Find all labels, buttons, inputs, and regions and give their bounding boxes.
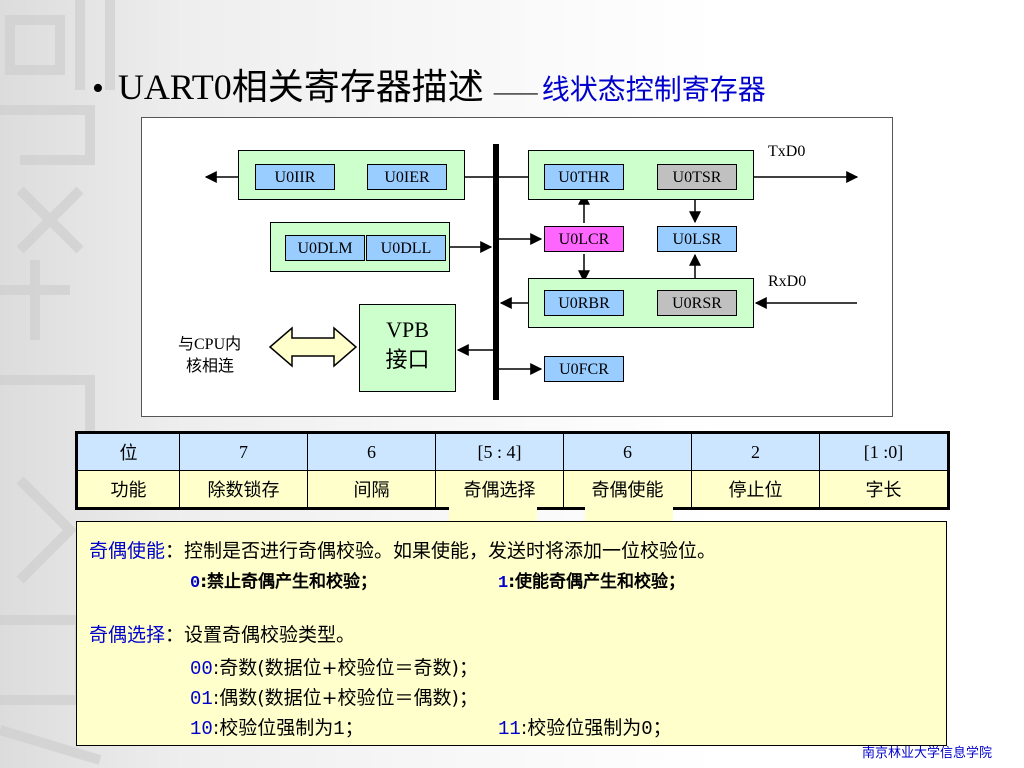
cpu-link-arrow bbox=[268, 326, 358, 368]
table-cell: 6 bbox=[563, 432, 692, 471]
vpb-interface: VPB 接口 bbox=[359, 304, 456, 392]
reg-u0rsr: U0RSR bbox=[657, 290, 737, 316]
table-cell: 位 bbox=[76, 432, 180, 471]
table-cell: 奇偶选择 bbox=[435, 470, 564, 509]
slide-title: • UART0相关寄存器描述 —— 线状态控制寄存器 bbox=[92, 58, 766, 107]
forced-value: 0 bbox=[641, 718, 653, 740]
reg-u0rbr: U0RBR bbox=[544, 290, 624, 316]
table-cell: 字长 bbox=[819, 470, 949, 509]
table-cell: [5 : 4] bbox=[435, 432, 564, 471]
parity-select-line: 奇偶选择：设置奇偶校验类型。 bbox=[89, 620, 355, 647]
option-text: :校验位强制为 bbox=[212, 717, 334, 739]
table-cell: 6 bbox=[307, 432, 436, 471]
parity-select-desc: ：设置奇偶校验类型。 bbox=[165, 624, 356, 646]
callout-tab-parity-enable bbox=[585, 505, 673, 523]
forced-value: 1 bbox=[333, 718, 345, 740]
table-cell: 功能 bbox=[76, 470, 180, 509]
parity-select-00-line: 00:奇数(数据位+校验位＝奇数)； bbox=[190, 653, 478, 680]
table-cell: 7 bbox=[179, 432, 308, 471]
title-dash: —— bbox=[493, 79, 538, 104]
table-cell: 间隔 bbox=[307, 470, 436, 509]
vpb-label: VPB bbox=[386, 317, 429, 342]
lcr-bit-table: 位 7 6 [5 : 4] 6 2 [1 :0] 功能 除数锁存 间隔 奇偶选择… bbox=[75, 431, 950, 510]
reg-u0dlm: U0DLM bbox=[285, 235, 365, 261]
option-text: :禁止奇偶产生和校验； bbox=[200, 572, 378, 592]
reg-u0lcr: U0LCR bbox=[544, 226, 624, 252]
reg-u0lsr: U0LSR bbox=[657, 226, 737, 252]
option-text: :奇数(数据位+校验位＝奇数)； bbox=[212, 657, 478, 679]
reg-u0thr: U0THR bbox=[544, 164, 624, 190]
bit-function-row: 功能 除数锁存 间隔 奇偶选择 奇偶使能 停止位 字长 bbox=[76, 470, 949, 509]
parity-enable-line: 奇偶使能：控制是否进行奇偶校验。如果使能，发送时将添加一位校验位。 bbox=[89, 536, 716, 563]
reg-u0iir: U0IIR bbox=[255, 164, 335, 190]
description-box: 奇偶使能：控制是否进行奇偶校验。如果使能，发送时将添加一位校验位。 0:禁止奇偶… bbox=[76, 521, 947, 746]
reg-u0dll: U0DLL bbox=[366, 235, 446, 261]
reg-u0fcr: U0FCR bbox=[544, 356, 624, 382]
parity-select-11-line: 11:校验位强制为0； bbox=[498, 713, 672, 740]
reg-u0tsr: U0TSR bbox=[657, 164, 737, 190]
cpu-label-line2: 核相连 bbox=[186, 358, 235, 375]
reg-u0ier: U0IER bbox=[367, 164, 447, 190]
code-value: 10 bbox=[190, 718, 213, 740]
code-value: 0 bbox=[190, 574, 201, 593]
parity-enable-1-line: 1:使能奇偶产生和校验； bbox=[498, 567, 685, 593]
table-cell: 停止位 bbox=[691, 470, 820, 509]
uart-block-diagram: U0IIR U0IER U0DLM U0DLL U0THR U0TSR U0LC… bbox=[141, 117, 893, 417]
code-value: 01 bbox=[190, 688, 213, 710]
cpu-label-line1: 与CPU内 bbox=[178, 336, 242, 353]
table-cell: 奇偶使能 bbox=[563, 470, 692, 509]
table-cell: [1 :0] bbox=[819, 432, 949, 471]
footer-institution: 南京林业大学信息学院 bbox=[861, 746, 992, 761]
title-main: UART0相关寄存器描述 bbox=[117, 67, 484, 107]
parity-select-label: 奇偶选择 bbox=[89, 624, 166, 646]
code-value: 00 bbox=[190, 658, 213, 680]
parity-enable-desc: ：控制是否进行奇偶校验。如果使能，发送时将添加一位校验位。 bbox=[165, 540, 717, 562]
vpb-interface-label: 接口 bbox=[385, 347, 430, 372]
callout-tab-parity-select bbox=[449, 505, 537, 523]
option-end: ； bbox=[652, 717, 672, 739]
rxd0-label: RxD0 bbox=[768, 273, 807, 290]
txd0-label: TxD0 bbox=[768, 143, 806, 160]
parity-select-01-line: 01:偶数(数据位+校验位＝偶数)； bbox=[190, 683, 478, 710]
parity-select-10-line: 10:校验位强制为1； bbox=[190, 713, 364, 740]
bullet-mark: • bbox=[92, 70, 104, 107]
table-cell: 除数锁存 bbox=[179, 470, 308, 509]
option-end: ； bbox=[344, 717, 364, 739]
table-cell: 2 bbox=[691, 432, 820, 471]
parity-enable-0-line: 0:禁止奇偶产生和校验； bbox=[190, 567, 377, 593]
code-value: 1 bbox=[498, 574, 509, 593]
bit-header-row: 位 7 6 [5 : 4] 6 2 [1 :0] bbox=[76, 432, 949, 471]
parity-enable-label: 奇偶使能 bbox=[89, 540, 166, 562]
option-text: :校验位强制为 bbox=[520, 717, 642, 739]
code-value: 11 bbox=[498, 718, 521, 740]
option-text: :偶数(数据位+校验位＝偶数)； bbox=[212, 687, 478, 709]
title-subtitle: 线状态控制寄存器 bbox=[541, 73, 766, 106]
option-text: :使能奇偶产生和校验； bbox=[508, 572, 686, 592]
main-bus bbox=[493, 144, 499, 400]
